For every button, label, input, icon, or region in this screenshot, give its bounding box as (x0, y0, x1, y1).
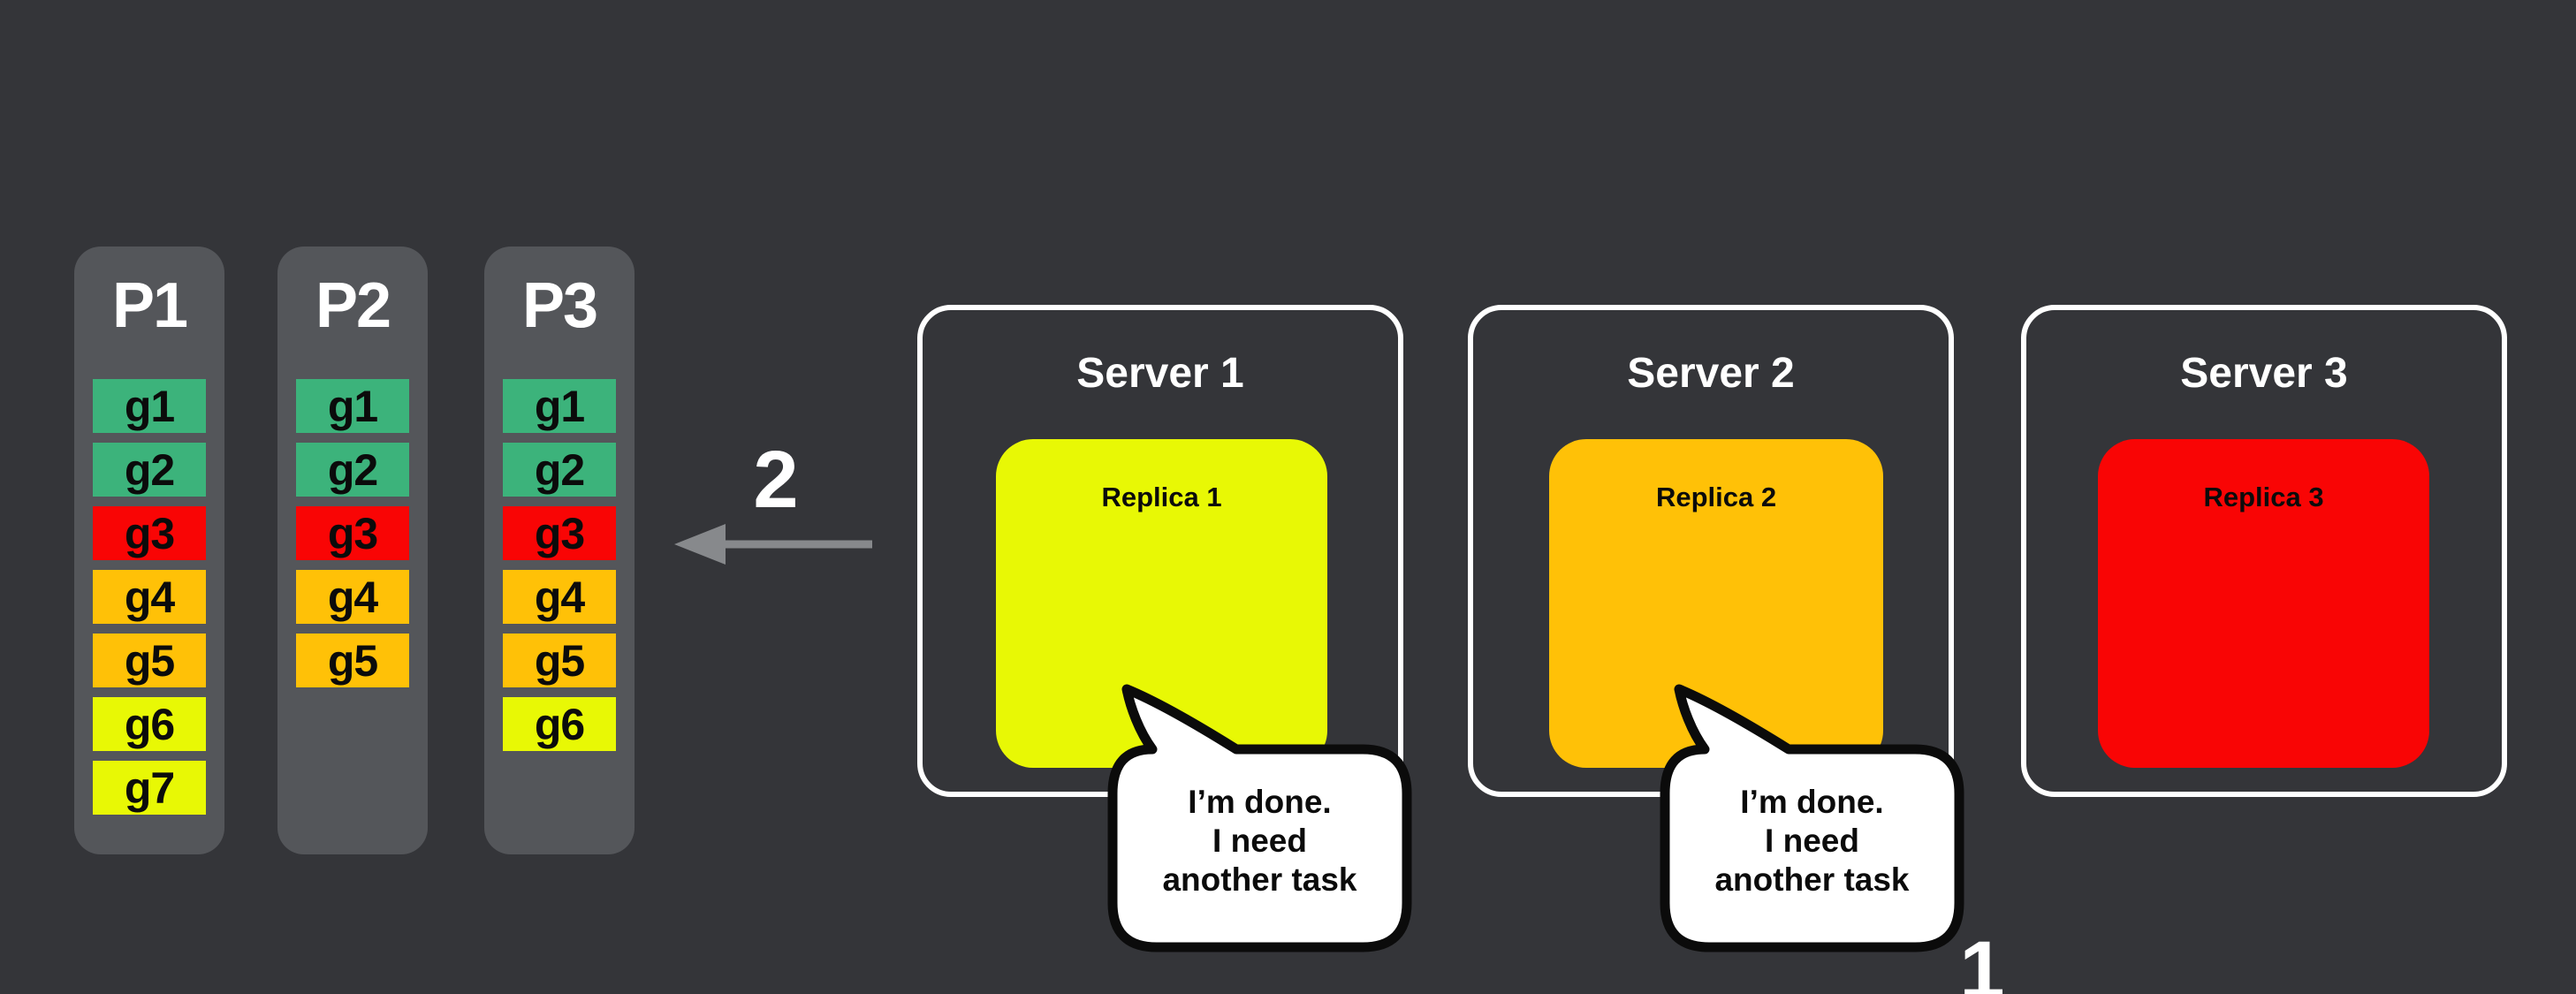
task-p2-g3: g3 (296, 506, 409, 560)
task-p2-g2: g2 (296, 443, 409, 497)
speech-line-1: I’m done. (1740, 784, 1884, 820)
task-p2-g1: g1 (296, 379, 409, 433)
speech-bubble-1 (1107, 684, 1412, 952)
step-1-label: 1 (1959, 925, 2005, 994)
partition-p3-tasks: g1 g2 g3 g4 g5 g6 (503, 379, 616, 751)
speech-line-3: another task (1162, 861, 1357, 898)
task-p3-g2: g2 (503, 443, 616, 497)
partition-p3: P3 g1 g2 g3 g4 g5 g6 (484, 247, 635, 854)
speech-bubble-2 (1660, 684, 1964, 952)
speech-line-1: I’m done. (1188, 784, 1332, 820)
speech-line-3: another task (1714, 861, 1910, 898)
task-p3-g3: g3 (503, 506, 616, 560)
speech-line-2: I need (1765, 823, 1859, 859)
replica-2-title: Replica 2 (1655, 482, 1777, 512)
replica-3: Replica 3 (2098, 439, 2429, 768)
task-p2-g5: g5 (296, 634, 409, 687)
task-p3-g6: g6 (503, 697, 616, 751)
task-p1-g2: g2 (93, 443, 206, 497)
task-p2-g4: g4 (296, 570, 409, 624)
server-2-title: Server 2 (1627, 350, 1795, 397)
partition-p1-tasks: g1 g2 g3 g4 g5 g6 g7 (93, 379, 206, 815)
partition-p2-title: P2 (315, 270, 391, 341)
task-p3-g4: g4 (503, 570, 616, 624)
replica-1-title: Replica 1 (1101, 482, 1222, 512)
partition-p3-title: P3 (521, 270, 598, 341)
step-2-label: 2 (753, 435, 799, 525)
speech-bubble-1-text: I’m done. I need another task (1113, 783, 1407, 899)
partition-p2-tasks: g1 g2 g3 g4 g5 (296, 379, 409, 687)
task-p1-g7: g7 (93, 761, 206, 815)
step-2-arrow-icon (674, 524, 872, 565)
task-p1-g4: g4 (93, 570, 206, 624)
partition-p2: P2 g1 g2 g3 g4 g5 (277, 247, 428, 854)
task-p1-g5: g5 (93, 634, 206, 687)
server-1-title: Server 1 (1076, 350, 1244, 397)
task-p3-g1: g1 (503, 379, 616, 433)
server-3-title: Server 3 (2180, 350, 2348, 397)
task-p1-g1: g1 (93, 379, 206, 433)
server-3: Server 3 (2021, 305, 2507, 797)
replica-3-title: Replica 3 (2203, 482, 2324, 512)
speech-line-2: I need (1212, 823, 1307, 859)
replica-1: Replica 1 (996, 439, 1327, 768)
partition-p1-title: P1 (111, 270, 188, 341)
partition-p1: P1 g1 g2 g3 g4 g5 g6 g7 (74, 247, 224, 854)
task-p1-g3: g3 (93, 506, 206, 560)
task-p1-g6: g6 (93, 697, 206, 751)
task-p3-g5: g5 (503, 634, 616, 687)
speech-bubble-2-text: I’m done. I need another task (1665, 783, 1959, 899)
